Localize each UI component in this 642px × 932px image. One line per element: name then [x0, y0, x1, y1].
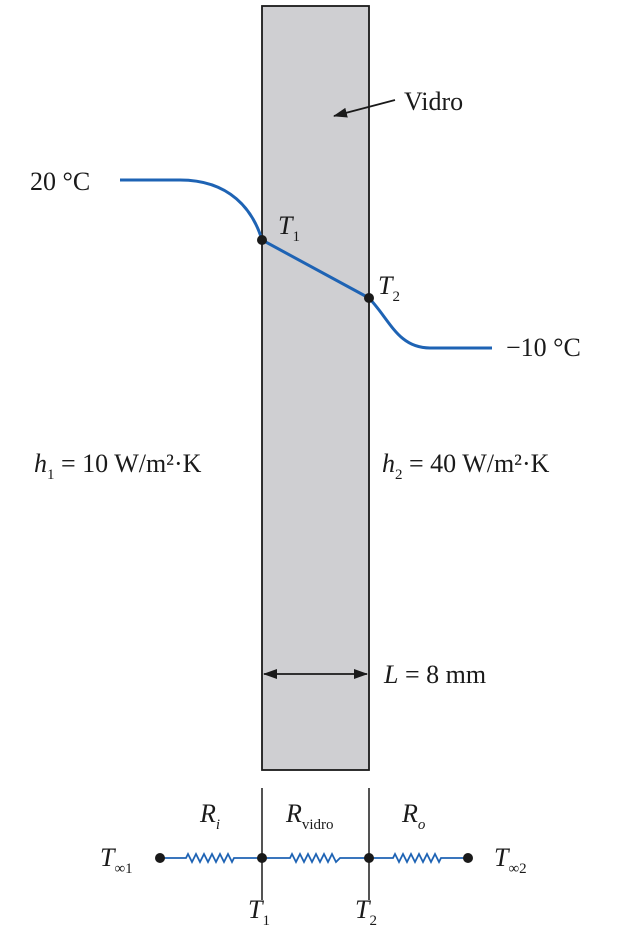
glass-pane	[261, 5, 370, 771]
t2-point	[364, 293, 374, 303]
t2-label: T2	[378, 271, 400, 305]
h1-label: h1 = 10 W/m²·K	[34, 449, 202, 483]
temp-outside-label: −10 °C	[506, 333, 581, 362]
node-t1-label: T1	[248, 895, 270, 929]
t-inf1-label: T∞1	[100, 843, 133, 877]
glass-pointer-arrow	[333, 99, 396, 118]
circuit-wire	[160, 851, 468, 865]
h2-label: h2 = 40 W/m²·K	[382, 449, 550, 483]
node-t-inf1	[155, 853, 165, 863]
t1-label: T1	[278, 211, 300, 245]
glass-label: Vidro	[404, 87, 463, 116]
node-t1	[257, 853, 267, 863]
t-inf2-label: T∞2	[494, 843, 527, 877]
t1-point	[257, 235, 267, 245]
resistance-ro-label: Ro	[401, 799, 426, 833]
node-t2-label: T2	[355, 895, 377, 929]
temp-inside-label: 20 °C	[30, 167, 90, 196]
resistance-rvidro-label: Rvidro	[285, 799, 334, 833]
node-t2	[364, 853, 374, 863]
resistance-ri-label: Ri	[199, 799, 220, 833]
thickness-label: L = 8 mm	[383, 660, 486, 689]
node-t-inf2	[463, 853, 473, 863]
